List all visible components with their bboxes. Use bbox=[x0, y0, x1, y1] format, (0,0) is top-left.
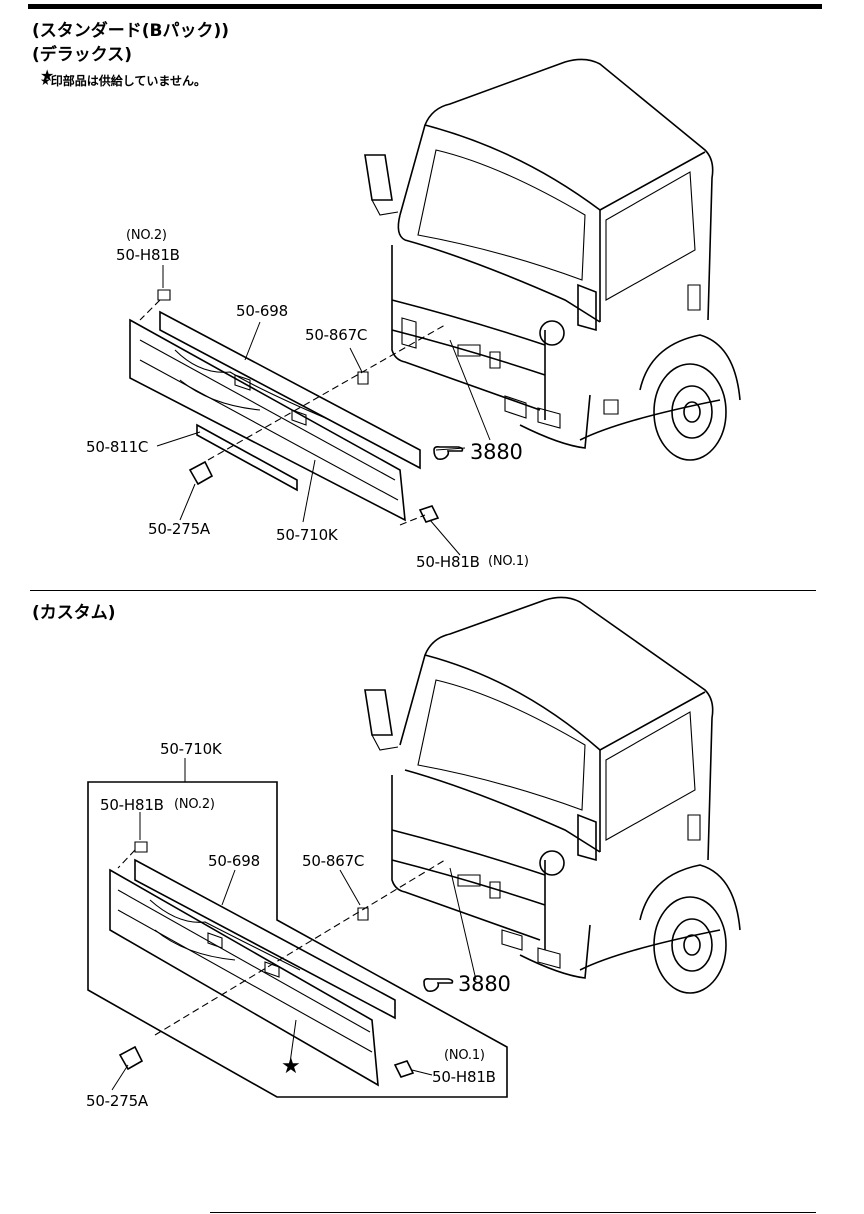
label-no2-tag-bottom: (NO.2) bbox=[174, 797, 215, 812]
screw-275a-bottom bbox=[118, 1045, 144, 1071]
label-50-698-top: 50-698 bbox=[236, 302, 288, 320]
truck-cab-bottom bbox=[364, 596, 741, 994]
grille-top bbox=[129, 299, 446, 526]
label-50-710k-bottom: 50-710K bbox=[160, 740, 222, 758]
bottom-border bbox=[210, 1212, 816, 1213]
top-section-title-2: (デラックス) bbox=[32, 45, 133, 65]
clip-no1-top bbox=[418, 505, 440, 523]
clip-no2-top bbox=[157, 289, 171, 301]
nut-867c-top bbox=[357, 371, 369, 385]
nut-867c-bottom bbox=[357, 907, 369, 921]
label-50-698-bottom: 50-698 bbox=[208, 852, 260, 870]
label-50-h81b-no2-top: 50-H81B bbox=[116, 246, 180, 264]
top-border bbox=[28, 4, 822, 9]
bottom-section-title: (カスタム) bbox=[32, 603, 116, 623]
label-50-h81b-no2-bottom: 50-H81B bbox=[100, 796, 164, 814]
assembly-outline-box bbox=[87, 781, 508, 1098]
clip-no1-bottom bbox=[393, 1060, 415, 1078]
label-50-275a-bottom: 50-275A bbox=[86, 1092, 148, 1110]
label-50-275a-top: 50-275A bbox=[148, 520, 210, 538]
star-icon: ★ bbox=[281, 1054, 301, 1079]
label-50-867c-top: 50-867C bbox=[305, 326, 368, 344]
top-section-title-1: (スタンダード(Bパック)) bbox=[32, 21, 230, 41]
grille-bottom bbox=[109, 849, 446, 1087]
clip-no2-bottom bbox=[134, 841, 148, 853]
star-icon: ★ bbox=[40, 66, 55, 85]
label-50-867c-bottom: 50-867C bbox=[302, 852, 365, 870]
label-50-h81b-no1-bottom: 50-H81B bbox=[432, 1068, 496, 1086]
screw-275a-top bbox=[188, 460, 214, 486]
label-50-710k-top: 50-710K bbox=[276, 526, 338, 544]
label-3880-top: 3880 bbox=[470, 440, 523, 464]
truck-cab-top bbox=[364, 58, 741, 461]
not-supplied-note: ★印部品は供給していません。 bbox=[40, 74, 207, 88]
label-no1-tag-top: (NO.1) bbox=[488, 554, 529, 569]
label-50-811c-top: 50-811C bbox=[86, 438, 149, 456]
section-divider bbox=[30, 590, 816, 591]
label-3880-bottom: 3880 bbox=[458, 972, 511, 996]
label-50-h81b-no1-top: 50-H81B bbox=[416, 553, 480, 571]
label-no2-tag-top: (NO.2) bbox=[126, 228, 167, 243]
label-no1-tag-bottom: (NO.1) bbox=[444, 1048, 485, 1063]
pointing-hand-icon bbox=[423, 978, 454, 992]
pointing-hand-icon bbox=[433, 446, 464, 460]
